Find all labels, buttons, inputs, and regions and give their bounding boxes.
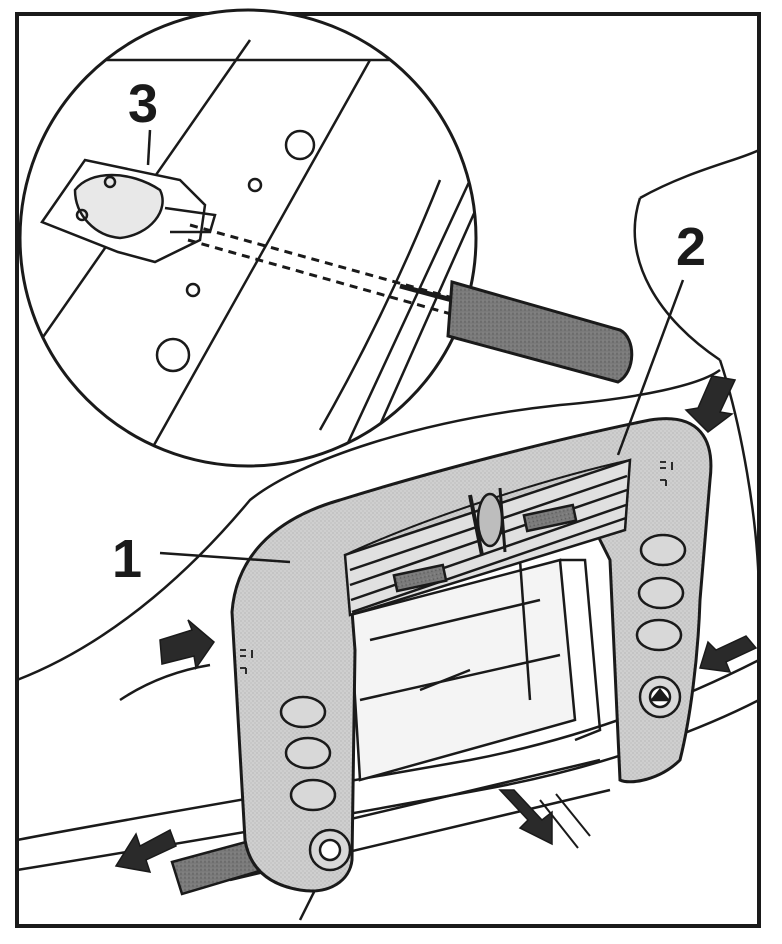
arrow-top-right: [684, 375, 737, 433]
leader-1: [159, 551, 291, 564]
storage-cavity: [348, 558, 602, 782]
left-switches: [279, 695, 352, 872]
leader-3: [146, 129, 152, 166]
callout-1: 1: [112, 529, 142, 589]
right-switches: [635, 533, 687, 719]
leader-2: [616, 279, 685, 456]
arrow-right-middle: [699, 635, 758, 673]
arrow-left-upper: [159, 619, 216, 670]
motion-lines: [539, 793, 591, 849]
air-vent: [343, 458, 632, 617]
leader-lines: [146, 129, 685, 564]
arrow-lower-left: [114, 828, 177, 873]
direction-arrows: [114, 375, 758, 873]
magnified-detail: [18, 8, 478, 468]
callout-2: 2: [676, 217, 706, 277]
panel-markings: [240, 461, 673, 674]
callout-3: 3: [128, 74, 158, 134]
arrow-lower-center: [498, 789, 553, 846]
screwdriver: [399, 280, 634, 384]
